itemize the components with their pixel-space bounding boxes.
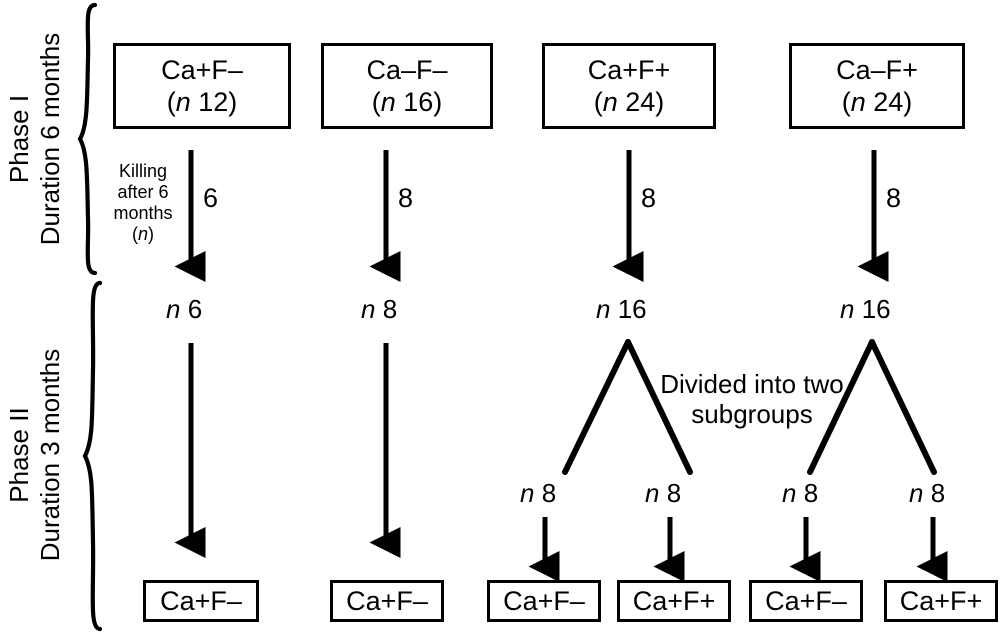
phase-1-duration: Duration 6 months — [34, 32, 65, 246]
group-box-1-name: Ca+F– — [161, 55, 243, 86]
outcome-box-1-name: Ca+F– — [160, 585, 242, 616]
group-box-4: Ca–F+ (n 24) — [789, 43, 965, 129]
group-box-2-n: (n 16) — [371, 86, 443, 117]
kill-count-4: 8 — [886, 183, 902, 213]
outcome-box-4-name: Ca+F+ — [632, 585, 716, 616]
survivors-label-1: n 6 — [166, 294, 203, 324]
group-box-2-name: Ca–F– — [366, 55, 448, 86]
outcome-box-1: Ca+F– — [143, 580, 259, 622]
phase-2-duration: Duration 3 months — [34, 348, 65, 562]
outcome-box-5-name: Ca+F– — [765, 585, 847, 616]
group-box-1: Ca+F– (n 12) — [113, 43, 291, 129]
killing-note-line-4: (n) — [131, 224, 154, 245]
kill-count-1: 6 — [203, 183, 219, 213]
survivors-label-2: n 8 — [361, 294, 398, 324]
outcome-box-6: Ca+F+ — [884, 580, 998, 622]
survivors-label-4: n 16 — [840, 294, 891, 324]
subgroup-label-1: n 8 — [520, 478, 557, 508]
subgroup-label-4: n 8 — [909, 478, 946, 508]
split-right-b — [869, 339, 937, 475]
split-left-a — [562, 339, 631, 475]
divided-note-line-1: Divided into two — [660, 369, 844, 399]
outcome-box-5: Ca+F– — [749, 580, 863, 622]
group-box-3: Ca+F+ (n 24) — [542, 43, 716, 129]
group-box-3-n: (n 24) — [593, 86, 665, 117]
killing-note-line-2: after 6 — [117, 182, 169, 203]
killing-note-line-1: Killing — [118, 161, 168, 181]
kill-count-2: 8 — [398, 183, 414, 213]
outcome-box-4: Ca+F+ — [617, 580, 731, 622]
survivors-label-3: n 16 — [596, 294, 647, 324]
killing-note-line-3: months — [113, 203, 173, 224]
subgroup-label-3: n 8 — [782, 478, 819, 508]
kill-count-3: 8 — [641, 183, 657, 213]
group-box-2: Ca–F– (n 16) — [321, 43, 493, 129]
outcome-box-3-name: Ca+F– — [503, 585, 585, 616]
phase-2-title: Phase II — [4, 407, 34, 503]
phase-1-label: Phase I Duration 6 months — [4, 4, 65, 274]
group-box-4-n: (n 24) — [841, 86, 913, 117]
killing-note: Killing after 6 months (n) — [104, 161, 182, 245]
outcome-box-3: Ca+F– — [487, 580, 601, 622]
phase-2-brace — [82, 280, 103, 632]
divided-note: Divided into two subgroups — [646, 369, 858, 429]
group-box-1-n: (n 12) — [166, 86, 238, 117]
outcome-box-2-name: Ca+F– — [346, 585, 428, 616]
phase-1-title: Phase I — [4, 94, 34, 184]
outcome-box-2: Ca+F– — [330, 580, 444, 622]
phase-1-brace — [77, 2, 98, 276]
subgroup-label-2: n 8 — [645, 478, 682, 508]
outcome-box-6-name: Ca+F+ — [899, 585, 983, 616]
phase-2-label: Phase II Duration 3 months — [4, 280, 65, 630]
divided-note-line-2: subgroups — [691, 398, 813, 429]
group-box-4-name: Ca–F+ — [836, 55, 918, 86]
group-box-3-name: Ca+F+ — [587, 55, 671, 86]
